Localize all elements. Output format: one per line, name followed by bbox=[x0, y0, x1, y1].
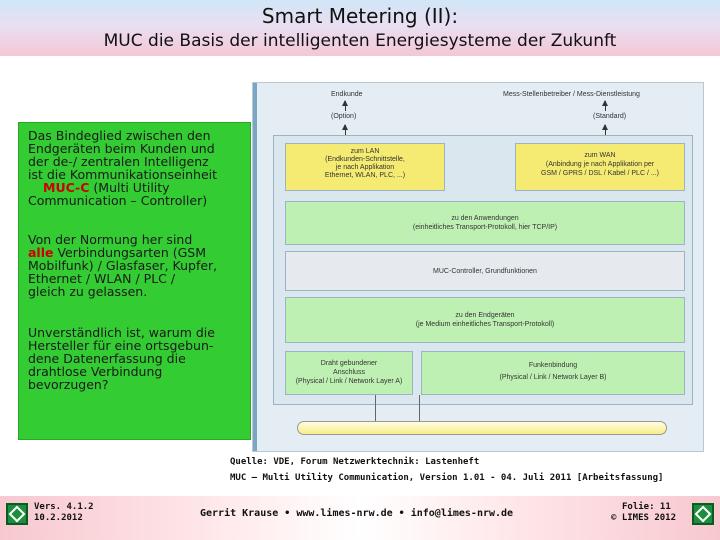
muc-definition-line-2: Communication – Controller) bbox=[28, 193, 208, 208]
wan-line-2: (Anbindung je nach Applikation per bbox=[545, 161, 655, 168]
wired-connector bbox=[375, 395, 376, 425]
wired-line-2: Anschluss bbox=[333, 369, 365, 376]
para2-line-5: gleich zu gelassen. bbox=[28, 284, 148, 299]
applications-line-2: (einheitliches Transport-Protokoll, hier… bbox=[412, 224, 558, 231]
wan-line-3: GSM / GPRS / DSL / Kabel / PLC / ...) bbox=[541, 170, 659, 177]
para2-line-4: Ethernet / WLAN / PLC / bbox=[28, 271, 176, 286]
arrow-up-messstelle bbox=[602, 100, 608, 111]
para1-line-4: ist die Kommunikationseinheit bbox=[28, 167, 218, 182]
lan-line-2: (Endkunden-Schnittstelle, bbox=[325, 156, 405, 163]
para3-line-3: dene Datenerfassung die bbox=[28, 351, 186, 366]
slide-footer bbox=[0, 496, 720, 540]
para2-line-1: Von der Normung her sind bbox=[28, 232, 193, 247]
para2-line-3: Mobilfunk) / Glasfaser, Kupfer, bbox=[28, 258, 218, 273]
para1-line-3: der de-/ zentralen Intelligenz bbox=[28, 154, 209, 169]
wireless-line-2: (Physical / Link / Network Layer B) bbox=[499, 374, 607, 381]
arrow-endkunde-lan bbox=[342, 124, 348, 143]
limes-logo-left bbox=[6, 503, 28, 525]
limes-logo-right bbox=[692, 503, 714, 525]
muc-acronym: MUC-C bbox=[43, 180, 90, 195]
lan-box: zum LAN (Endkunden-Schnittstelle, je nac… bbox=[285, 143, 445, 191]
wan-line-1: zum WAN bbox=[584, 152, 616, 159]
contact-line: Gerrit Krause • www.limes-nrw.de • info@… bbox=[200, 508, 514, 519]
applications-line-1: zu den Anwendungen bbox=[451, 215, 519, 222]
wired-box: Draht gebundener Anschluss (Physical / L… bbox=[285, 351, 413, 395]
applications-band: zu den Anwendungen (einheitliches Transp… bbox=[285, 201, 685, 245]
para1-line-2: Endgeräten beim Kunden und bbox=[28, 141, 215, 156]
slide-number: Folie: 11 bbox=[622, 502, 671, 512]
copyright: © LIMES 2012 bbox=[611, 513, 677, 523]
slide-title: Smart Metering (II): bbox=[261, 4, 459, 28]
explanation-panel: Das Bindeglied zwischen den Endgeräten b… bbox=[18, 122, 251, 440]
date-label: 10.2.2012 bbox=[34, 513, 83, 523]
messstelle-option: (Standard) bbox=[593, 113, 627, 120]
devices-band: zu den Endgeräten (je Medium einheitlich… bbox=[285, 297, 685, 343]
para3-line-4: drahtlose Verbindung bbox=[28, 364, 163, 379]
arrow-messstelle-wan bbox=[602, 124, 608, 143]
diagram-frame-edge bbox=[253, 83, 257, 451]
para2-line-2-rest: Verbindungsarten (GSM bbox=[57, 245, 207, 260]
controller-band: MUC-Controller, Grundfunktionen bbox=[285, 251, 685, 291]
arrow-up-endkunde bbox=[342, 100, 348, 111]
lan-line-1: zum LAN bbox=[350, 148, 380, 155]
para3-line-5: bevorzugen? bbox=[28, 377, 109, 392]
source-line-2: MUC – Multi Utility Communication, Versi… bbox=[230, 473, 664, 483]
slide-subtitle: MUC die Basis der intelligenten Energies… bbox=[103, 31, 617, 51]
alle-highlight: alle bbox=[28, 245, 54, 260]
devices-line-2: (je Medium einheitliches Transport-Proto… bbox=[415, 321, 555, 328]
controller-label: MUC-Controller, Grundfunktionen bbox=[433, 268, 537, 275]
wan-box: zum WAN (Anbindung je nach Applikation p… bbox=[515, 143, 685, 191]
muc-architecture-diagram: Endkunde (Option) Mess-Stellenbetreiber … bbox=[252, 82, 704, 452]
messstelle-label: Mess-Stellenbetreiber / Mess-Dienstleist… bbox=[503, 91, 640, 98]
devices-line-1: zu den Endgeräten bbox=[455, 312, 515, 319]
slide-header: Smart Metering (II): MUC die Basis der i… bbox=[0, 0, 720, 56]
wired-line-3: (Physical / Link / Network Layer A) bbox=[295, 378, 403, 385]
lan-line-3: je nach Applikation bbox=[335, 164, 395, 171]
wireless-connector bbox=[419, 395, 420, 425]
field-bus-arrow bbox=[297, 421, 667, 435]
endkunde-option: (Option) bbox=[331, 113, 357, 120]
para2-line-2: alle Verbindungsarten (GSM bbox=[28, 246, 206, 259]
endkunde-label: Endkunde bbox=[331, 91, 363, 98]
muc-definition-line-1: MUC-C (Multi Utility bbox=[43, 181, 170, 194]
source-line-1: Quelle: VDE, Forum Netzwerktechnik: Last… bbox=[230, 457, 480, 467]
muc-definition-rest: (Multi Utility bbox=[93, 180, 170, 195]
wired-line-1: Draht gebundener bbox=[320, 360, 378, 367]
wireless-line-1: Funkenbindung bbox=[528, 362, 578, 369]
lan-line-4: Ethernet, WLAN, PLC, ...) bbox=[324, 172, 406, 179]
para1-line-1: Das Bindeglied zwischen den bbox=[28, 128, 211, 143]
para3-line-2: Hersteller für eine ortsgebun- bbox=[28, 338, 214, 353]
wireless-box: Funkenbindung (Physical / Link / Network… bbox=[421, 351, 685, 395]
version-label: Vers. 4.1.2 bbox=[34, 502, 94, 512]
para3-line-1: Unverständlich ist, warum die bbox=[28, 325, 215, 340]
